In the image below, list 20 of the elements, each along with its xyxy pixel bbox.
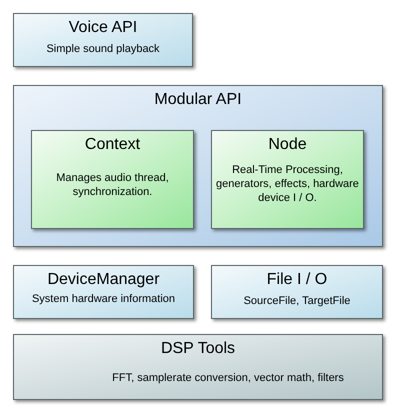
layer-box: [31, 130, 194, 229]
box-title: Voice API: [68, 18, 138, 38]
box-title: DeviceManager: [47, 270, 160, 290]
layer-box: [211, 265, 383, 319]
box-description: System hardware information: [30, 292, 176, 306]
box-title: Context: [84, 135, 140, 155]
box-title: Modular API: [154, 90, 242, 110]
box-title: DSP Tools: [160, 339, 236, 359]
layer-box: [13, 265, 194, 319]
box-title: File I / O: [266, 270, 328, 290]
box-description: Manages audio thread, synchronization.: [55, 171, 170, 199]
box-description: Simple sound playback: [45, 42, 161, 56]
box-description: Real-Time Processing, generators, effects, hardware device I / O.: [215, 163, 360, 205]
layer-box: [211, 130, 364, 229]
layer-box: [13, 13, 193, 67]
box-title: Node: [268, 135, 307, 155]
box-description: FFT, samplerate conversion, vector math, filters: [111, 371, 345, 385]
layer-box: [13, 334, 383, 400]
box-description: SourceFile, TargetFile: [242, 294, 352, 308]
layer-box: [13, 85, 383, 247]
